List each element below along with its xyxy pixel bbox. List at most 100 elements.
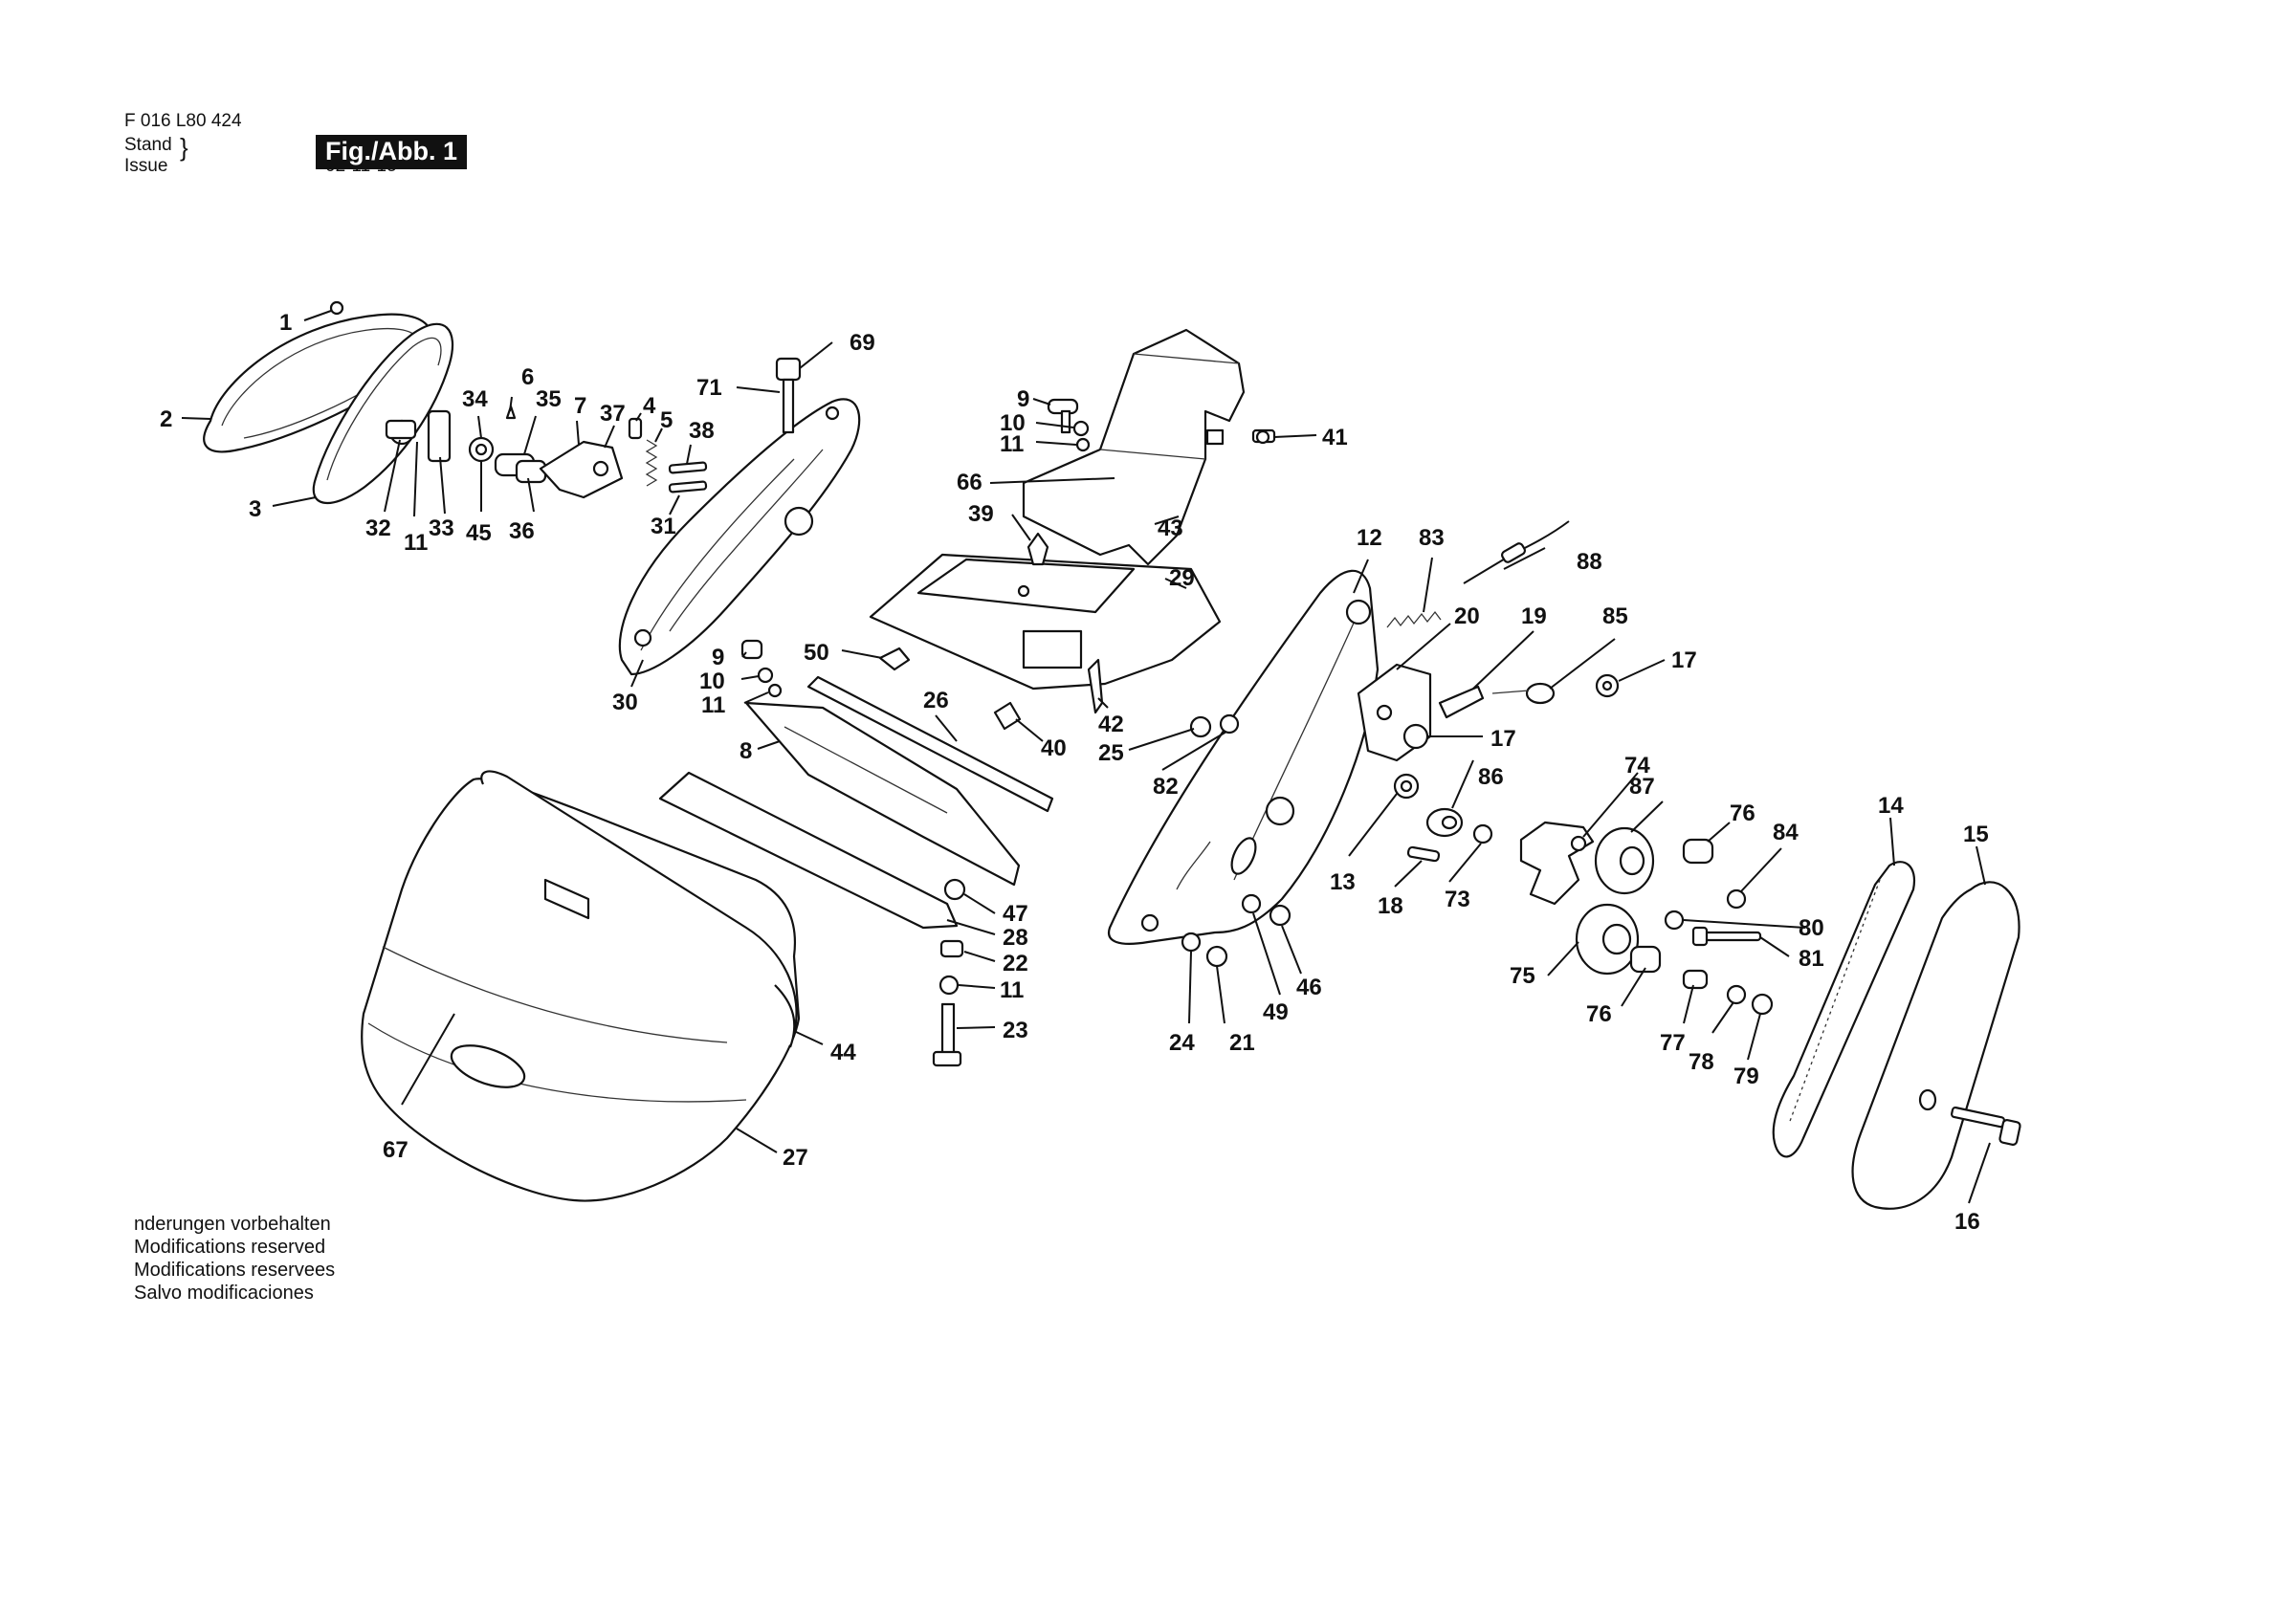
- callout-45: 45: [466, 520, 492, 546]
- callout-20: 20: [1454, 603, 1480, 629]
- side-plate-12: [1107, 569, 1380, 945]
- cover-15: [1851, 881, 2020, 1210]
- handle-44: [480, 770, 798, 1048]
- washer-25: [1189, 715, 1212, 738]
- screw-1-icon: [329, 300, 344, 316]
- callout-41: 41: [1322, 425, 1348, 450]
- gear-housing-30: [618, 398, 861, 676]
- upper-bracket-43: [1022, 328, 1246, 566]
- callout-16: 16: [1954, 1209, 1980, 1235]
- cover-plate-29: [869, 553, 1222, 691]
- pulley-assembly-32-33: [385, 409, 452, 463]
- notice-line-de: nderungen vorbehalten: [134, 1214, 331, 1235]
- brace-icon: }: [180, 133, 188, 162]
- washer-73: [1472, 823, 1493, 844]
- callout-28: 28: [1003, 925, 1028, 951]
- washer-82: [1219, 713, 1240, 735]
- bolt-81: [1691, 926, 1762, 947]
- callout-5: 5: [660, 407, 673, 433]
- callout-84: 84: [1773, 820, 1799, 845]
- part-85: [1491, 682, 1556, 705]
- washer-78: [1726, 984, 1747, 1005]
- bushing-86: [1425, 807, 1464, 838]
- callout-71: 71: [696, 375, 722, 401]
- callout-32: 32: [365, 515, 391, 541]
- callout-7: 7: [574, 393, 586, 419]
- screw-39: [1027, 532, 1049, 566]
- issue-label: Issue: [124, 156, 168, 176]
- callout-74: 74: [1624, 753, 1650, 779]
- callout-77: 77: [1660, 1030, 1686, 1056]
- callout-2: 2: [160, 406, 172, 432]
- callout-85: 85: [1602, 603, 1628, 629]
- modifications-notice: nderungen vorbehalten Modifications rese…: [134, 1213, 335, 1305]
- nut-79: [1751, 993, 1774, 1016]
- nuts-47-22-11-23: [932, 878, 966, 1067]
- callout-38: 38: [689, 418, 715, 444]
- bushing-76-top: [1682, 838, 1714, 865]
- washer-80: [1664, 910, 1685, 931]
- callout-35: 35: [536, 386, 562, 412]
- callout-47: 47: [1003, 901, 1028, 927]
- callout-39: 39: [968, 501, 994, 527]
- callout-27: 27: [783, 1145, 808, 1171]
- callout-33: 33: [429, 515, 454, 541]
- callout-6: 6: [521, 364, 534, 390]
- lever-19: [1438, 685, 1485, 719]
- bracket-74: [1519, 821, 1595, 906]
- callout-88: 88: [1577, 549, 1602, 575]
- bolt-69: [775, 357, 802, 434]
- callout-17-mid: 17: [1490, 726, 1516, 752]
- callout-42: 42: [1098, 712, 1124, 737]
- leader-lines: [181, 310, 1991, 1204]
- spring-5: [645, 439, 658, 487]
- callout-29: 29: [1169, 565, 1195, 591]
- callout-67: 67: [383, 1137, 408, 1163]
- nut-84: [1726, 888, 1747, 910]
- callout-81: 81: [1799, 946, 1824, 972]
- callout-30: 30: [612, 690, 638, 715]
- callout-34: 34: [462, 386, 488, 412]
- document-number: F 016 L80 424: [124, 111, 242, 131]
- clip-40: [993, 701, 1022, 731]
- roller-87: [1594, 826, 1655, 895]
- callout-44: 44: [830, 1040, 856, 1065]
- callout-50: 50: [804, 640, 829, 666]
- callout-10-mid: 10: [699, 669, 725, 694]
- bar-28: [658, 771, 959, 930]
- clip-50: [878, 647, 911, 671]
- callout-23: 23: [1003, 1018, 1028, 1043]
- notice-line-es: Salvo modificaciones: [134, 1283, 314, 1304]
- callout-76-bottom: 76: [1586, 1001, 1612, 1027]
- callout-75: 75: [1510, 963, 1535, 989]
- callout-26: 26: [923, 688, 949, 713]
- grass-box-27: [361, 778, 801, 1202]
- spring-83: [1386, 610, 1442, 628]
- drive-belt-3: [312, 322, 454, 505]
- callout-36: 36: [509, 518, 535, 544]
- callout-25: 25: [1098, 740, 1124, 766]
- bolt-16: [1951, 1106, 2021, 1146]
- callout-82: 82: [1153, 774, 1179, 800]
- callout-10-top: 10: [1000, 410, 1026, 436]
- callout-15: 15: [1963, 822, 1989, 847]
- notice-line-fr: Modifications reservees: [134, 1260, 336, 1281]
- callout-24: 24: [1169, 1030, 1195, 1056]
- pins-38: [668, 461, 708, 493]
- callout-11-top: 11: [1000, 431, 1024, 457]
- callout-9-top: 9: [1017, 386, 1029, 412]
- callout-73: 73: [1445, 887, 1470, 912]
- bearing-45: [468, 436, 495, 463]
- nut-21: [1205, 945, 1228, 968]
- callout-40: 40: [1041, 735, 1067, 761]
- callout-12: 12: [1357, 525, 1382, 551]
- callout-22: 22: [1003, 951, 1028, 976]
- callout-31: 31: [651, 514, 676, 539]
- callout-83: 83: [1419, 525, 1445, 551]
- bushing-76-bottom: [1629, 945, 1662, 974]
- callout-69: 69: [850, 330, 875, 356]
- pin-6-icon: [505, 405, 517, 420]
- pin-18: [1406, 845, 1441, 863]
- callout-labels: 1 2 3 4 5 6 7 8 9 9 10 10 11 11 11 11 12…: [160, 310, 1989, 1235]
